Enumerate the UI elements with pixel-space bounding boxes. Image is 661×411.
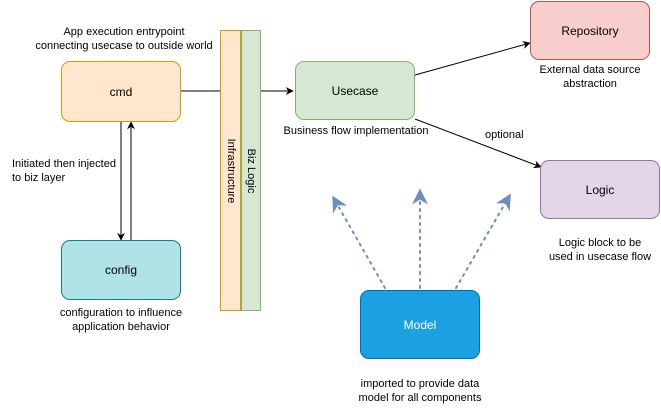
model-caption: imported to provide data model for all c… <box>340 377 500 405</box>
edge-usecase-to-repository <box>414 41 531 76</box>
caption-line: connecting usecase to outside world <box>35 40 213 52</box>
caption-line: abstraction <box>563 78 617 90</box>
edge-usecase-to-logic <box>414 118 542 169</box>
layer-biz-logic-label: Biz Logic <box>245 148 257 193</box>
caption-line: application behavior <box>72 321 170 333</box>
node-usecase-label: Usecase <box>331 83 379 98</box>
node-cmd[interactable]: cmd <box>61 61 181 122</box>
layer-infrastructure-label: Infrastructure <box>224 138 237 203</box>
config-caption: configuration to influence application b… <box>41 306 201 334</box>
node-logic-label: Logic <box>585 182 615 197</box>
node-usecase[interactable]: Usecase <box>295 61 415 120</box>
edge-model-to-right <box>455 193 511 289</box>
node-cmd-label: cmd <box>109 84 133 99</box>
node-repository[interactable]: Repository <box>530 1 650 60</box>
usecase-caption: Business flow implementation <box>276 124 436 138</box>
layer-infrastructure: Infrastructure <box>220 30 241 311</box>
node-model[interactable]: Model <box>360 290 480 359</box>
caption-line: model for all components <box>358 392 482 404</box>
caption-line: External data source <box>539 64 641 76</box>
node-model-label: Model <box>403 317 437 332</box>
node-config-label: config <box>104 263 138 277</box>
repository-caption: External data source abstraction <box>520 63 660 91</box>
caption-line: to biz layer <box>12 172 66 184</box>
edge-model-to-left <box>332 195 386 289</box>
caption-line: Business flow implementation <box>283 125 429 137</box>
caption-line: used in usecase flow <box>548 251 652 263</box>
caption-line: Logic block to be <box>558 237 642 249</box>
edge-label-optional-text: optional <box>485 129 524 141</box>
logic-caption: Logic block to be used in usecase flow <box>540 236 660 264</box>
node-logic[interactable]: Logic <box>540 160 660 219</box>
cmd-caption: App execution entrypoint connecting usec… <box>24 25 224 53</box>
caption-line: configuration to influence <box>59 307 183 319</box>
node-config[interactable]: config <box>61 240 181 300</box>
caption-line: imported to provide data <box>360 378 480 390</box>
caption-line: Initiated then injected <box>12 158 116 170</box>
edge-label-optional: optional <box>485 128 524 142</box>
layer-biz-logic: Biz Logic <box>241 30 261 311</box>
injected-caption: Initiated then injected to biz layer <box>12 157 116 185</box>
node-repository-label: Repository <box>561 23 619 38</box>
caption-line: App execution entrypoint <box>63 26 185 38</box>
